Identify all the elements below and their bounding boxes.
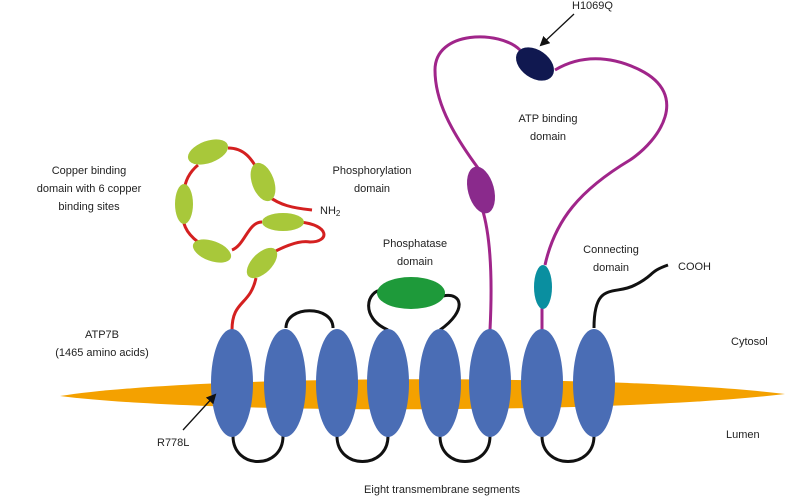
r778l-label: R778L (157, 437, 190, 449)
h1069q-label: H1069Q (572, 0, 613, 12)
phosphatase-domain (377, 277, 445, 309)
copper-site-6 (246, 247, 278, 279)
tm-segment-4 (367, 329, 409, 437)
tm-segment-1 (211, 329, 253, 437)
r778l-arrow (182, 393, 217, 431)
c-terminal-tail (592, 263, 669, 329)
tm-segment-2 (264, 329, 306, 437)
segments-label: Eight transmembrane segments (364, 484, 520, 496)
n-terminus-label: NH2 (320, 205, 341, 218)
copper-site-5 (192, 239, 232, 263)
lumen-label: Lumen (726, 429, 760, 441)
copper-binding-label: Copper binding domain with 6 copper bind… (36, 165, 142, 213)
cytosol-loop-2 (284, 309, 335, 329)
phosphorylation-label: Phosphorylation domain (332, 165, 412, 195)
copper-site-1 (187, 139, 229, 165)
copper-site-3 (175, 184, 193, 224)
tm-segment-3 (316, 329, 358, 437)
tm-segment-5 (419, 329, 461, 437)
copper-site-2 (250, 162, 276, 202)
tm-segment-8 (573, 329, 615, 437)
c-terminus-label: COOH (678, 261, 711, 273)
atp-binding-label: ATP binding domain (518, 113, 578, 143)
lumen-loop-5 (438, 435, 492, 463)
phosphatase-label: Phosphatase domain (382, 238, 448, 268)
copper-site-4 (262, 213, 304, 231)
connecting-domain (534, 265, 552, 309)
phosphorylation-domain (466, 166, 496, 214)
connecting-label: Connecting domain (583, 244, 639, 274)
lumen-loop-3 (335, 435, 390, 463)
transmembrane-segments (211, 329, 615, 437)
tm-segment-6 (469, 329, 511, 437)
tm-segment-7 (521, 329, 563, 437)
cytosol-label: Cytosol (731, 336, 768, 348)
atp-binding-linker (433, 35, 669, 331)
atp-binding-site (516, 47, 554, 81)
lumen-loop-1 (231, 435, 285, 463)
lumen-loop-7 (540, 435, 596, 463)
protein-label: ATP7B (1465 amino acids) (55, 329, 149, 359)
copper-binding-sites (175, 139, 304, 279)
h1069q-arrow (539, 13, 575, 47)
